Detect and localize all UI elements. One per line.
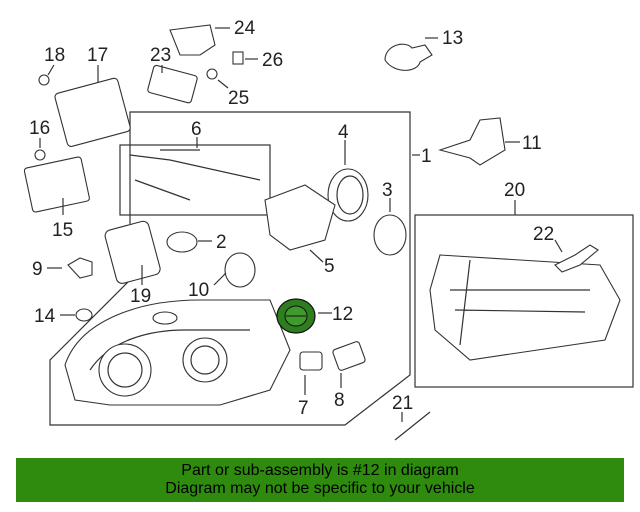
callout-18: 18 [44,45,65,66]
callout-5: 5 [324,256,335,277]
callout-1: 1 [421,146,432,167]
info-banner: Part or sub-assembly is #12 in diagram D… [16,458,624,502]
callout-19: 19 [130,286,151,307]
callout-3: 3 [382,180,393,201]
part-12-highlighted [276,298,316,334]
leader-lines [39,27,563,422]
callout-23: 23 [150,45,171,66]
part-shapes [23,24,621,441]
callout-14: 14 [34,306,56,327]
callout-21: 21 [392,393,413,414]
callout-2: 2 [216,232,227,253]
callout-4: 4 [338,122,349,143]
callout-11: 11 [522,133,542,154]
banner-line-2: Diagram may not be specific to your vehi… [165,480,475,497]
callout-16: 16 [29,118,50,139]
callout-20: 20 [504,180,525,201]
assembly-20-boundary [414,214,634,388]
assembly-6-boundary [119,144,271,216]
banner-line-1: Part or sub-assembly is #12 in diagram [181,462,459,479]
callout-10: 10 [188,280,209,301]
callout-25: 25 [228,88,249,109]
callout-26: 26 [262,50,283,71]
callout-9: 9 [32,259,43,280]
callout-15: 15 [52,220,73,241]
callout-8: 8 [334,390,345,411]
callout-17: 17 [87,45,108,66]
callout-12: 12 [332,304,353,325]
assembly-1-boundary [49,111,411,426]
callout-24: 24 [234,18,256,39]
callout-7: 7 [298,398,309,419]
parts-diagram: 1 2 3 4 5 6 7 8 9 10 11 12 13 14 15 16 1… [23,18,634,441]
headlamp-housing [64,299,291,406]
callout-22: 22 [533,224,554,245]
callout-13: 13 [442,28,463,49]
callout-6: 6 [191,119,202,140]
